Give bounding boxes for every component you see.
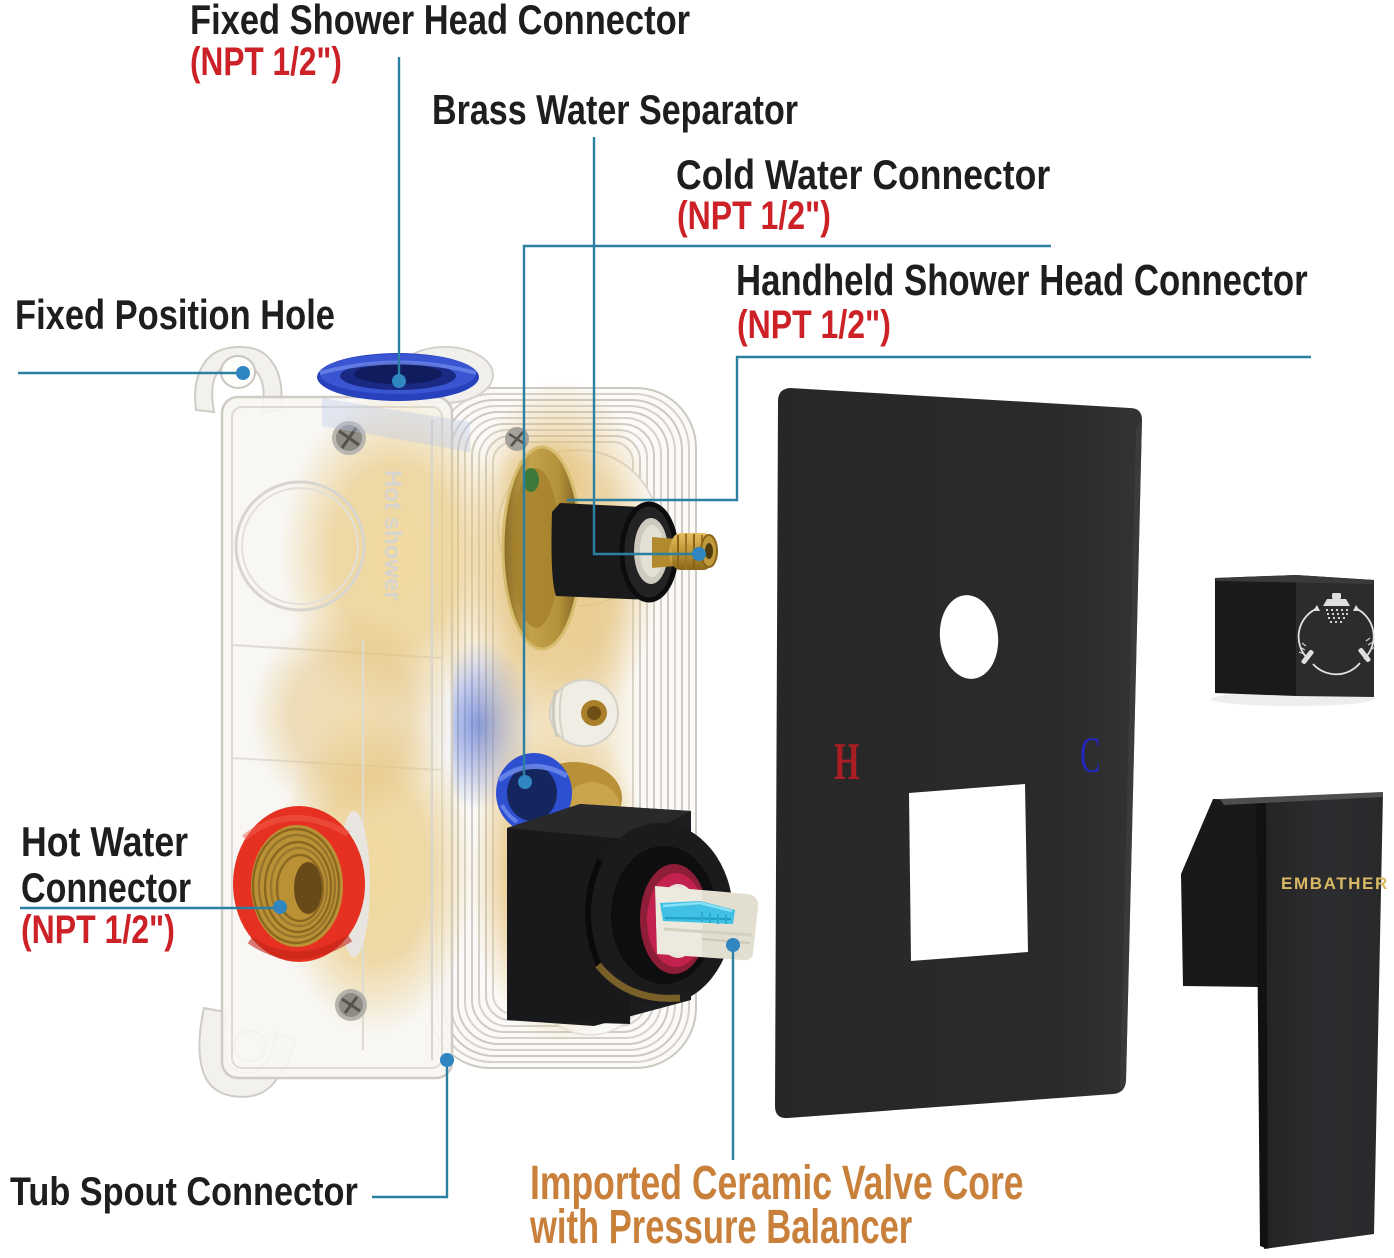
svg-text:Hot shower: Hot shower [379,470,406,601]
svg-text:C: C [1080,728,1100,784]
svg-text:H: H [834,732,860,791]
svg-text:EMBATHER: EMBATHER [1281,874,1389,893]
